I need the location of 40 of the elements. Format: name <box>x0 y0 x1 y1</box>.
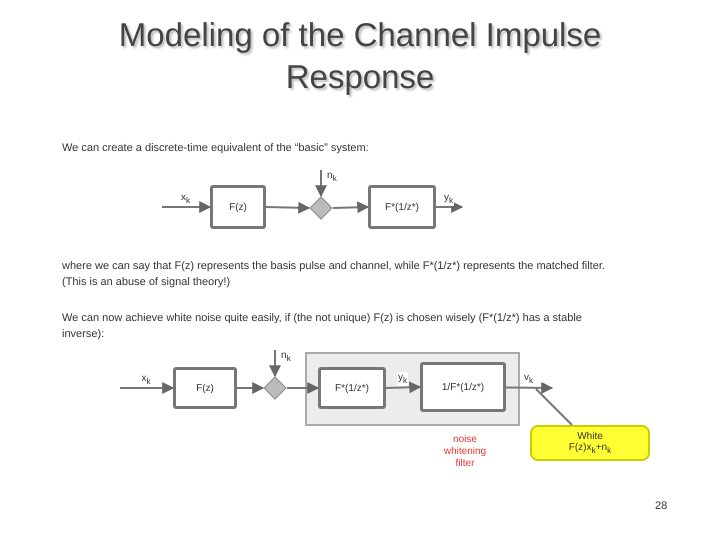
arrow <box>120 382 174 394</box>
summing-diamond <box>263 376 287 400</box>
filter-group-box <box>305 352 520 426</box>
filter-block <box>420 362 506 412</box>
block-label: F*(1/z*) <box>335 382 369 394</box>
page-number: 28 <box>655 499 668 514</box>
arrow <box>237 382 264 394</box>
summing-diamond <box>309 196 333 220</box>
arrow <box>162 201 212 213</box>
signal-label: x$_{k}$ <box>140 373 152 387</box>
slide-title: Modeling of the Channel Impulse Response <box>118 15 602 97</box>
filter-block <box>318 367 386 409</box>
whitening-text: We can now achieve white noise quite easily, if (the not unique) F(z) is chosen wisely (F*(1/z*) has a stable inverse): <box>62 311 583 342</box>
arrow <box>506 382 554 394</box>
signal-label: y$_{k}$ <box>443 192 454 206</box>
arrow <box>269 350 281 378</box>
arrow <box>436 201 464 213</box>
arrow <box>315 170 327 198</box>
arrow <box>332 201 370 214</box>
signal-label: x$_{k}$ <box>180 192 192 206</box>
explanation-text: where we can say that F(z) represents the basis pulse and channel, while F*(1/z*) represents the matched filter. (This is an abuse of signal theory!) <box>62 259 606 290</box>
callout-box <box>530 425 650 461</box>
signal-label: n$_{k}$ <box>280 350 292 364</box>
filter-block <box>173 367 237 409</box>
intro-text: We can create a discrete-time equivalent of the “basic” system: <box>62 141 370 156</box>
signal-label: y$_{k}$ <box>397 372 408 386</box>
block-label: F(z) <box>229 202 247 212</box>
filter-block <box>210 185 266 229</box>
block-label: White <box>577 431 603 442</box>
block-label: 1/F*(1/z*) <box>442 382 484 392</box>
block-label: F*(1/z*) <box>385 202 419 212</box>
leader-line <box>535 388 573 426</box>
filter-block <box>368 185 436 229</box>
block-label: F(z) <box>196 382 214 394</box>
signal-label: n$_{k}$ <box>326 170 338 184</box>
arrow <box>266 202 310 214</box>
filter-caption: noise whitening filter <box>442 434 488 470</box>
arrow <box>386 381 422 394</box>
block-sublabel: F(z)x$_{k}$+n$_{k}$ <box>568 442 612 455</box>
arrow <box>287 382 320 394</box>
